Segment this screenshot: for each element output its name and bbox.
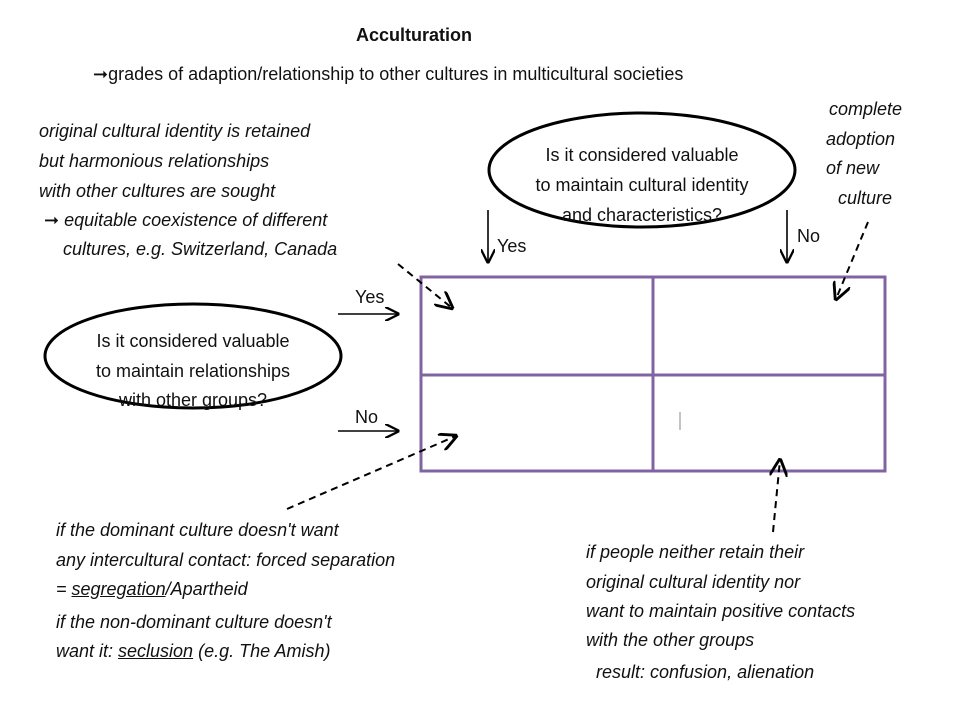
assimilation-note-line-3: of new [826, 158, 880, 178]
subtitle-text: grades of adaption/relationship to other… [108, 64, 684, 84]
question-top-ellipse [487, 111, 797, 229]
right-arrow-icon: ➞ [44, 210, 60, 230]
marginalization-result: result: confusion, alienation [596, 662, 815, 682]
integration-note-line-3: with other cultures are sought [39, 181, 276, 201]
question-top-no-label: No [797, 226, 821, 246]
separation-pointer-arrow [286, 436, 456, 510]
question-left-line-2: to maintain relationships [95, 361, 291, 381]
quadrant-grid [419, 275, 887, 473]
integration-note-line-1: original cultural identity is retained [39, 121, 311, 141]
question-left-line-1: Is it considered valuable [96, 331, 290, 351]
marginalization-note-line-4: with the other groups [586, 630, 755, 650]
question-left-ellipse [43, 302, 343, 410]
question-top-line-2: to maintain cultural identity [535, 175, 749, 195]
right-arrow-icon: ➞ [93, 64, 109, 84]
separation-note-line-3-suffix: /Apartheid [165, 579, 248, 599]
integration-note-line-2: but harmonious relationships [39, 151, 270, 171]
assimilation-pointer-arrow [836, 221, 869, 299]
question-left-yes-label: Yes [355, 287, 385, 307]
marginalization-note-line-3: want to maintain positive contacts [586, 601, 856, 621]
integration-note-line-5: cultures, e.g. Switzerland, Canada [63, 239, 338, 259]
assimilation-note-line-4: culture [838, 188, 893, 208]
subtitle: ➞grades of adaption/relationship to othe… [93, 59, 683, 89]
diagram-title: Acculturation [356, 25, 473, 45]
separation-note-line-1: if the dominant culture doesn't want [56, 520, 339, 540]
separation-note-line-5-prefix: want it: [56, 641, 119, 661]
assimilation-note-line-1: complete [829, 99, 903, 119]
question-top-yes-label: Yes [497, 236, 527, 256]
separation-note-line-5: want it: seclusion (e.g. The Amish) [56, 636, 330, 666]
assimilation-note-line-2: adoption [826, 129, 896, 149]
marginalization-pointer-arrow [773, 460, 780, 533]
separation-note-line-3: = segregation/Apartheid [56, 574, 248, 604]
separation-note-line-5-suffix: (e.g. The Amish) [193, 641, 331, 661]
seclusion-term: seclusion [118, 641, 194, 661]
separation-note-line-4: if the non-dominant culture doesn't [56, 612, 332, 632]
marginalization-note-line-1: if people neither retain their [586, 542, 805, 562]
integration-note-line-4: ➞ equitable coexistence of different [44, 205, 327, 235]
question-left-line-3: with other groups? [118, 390, 268, 410]
separation-note-line-3-prefix: = [56, 579, 72, 599]
segregation-term: segregation [71, 579, 166, 599]
separation-note-line-2: any intercultural contact: forced separa… [56, 550, 396, 570]
integration-pointer-arrow [397, 263, 452, 308]
integration-note-line-4-text: equitable coexistence of different [64, 210, 328, 230]
question-left-no-label: No [355, 407, 379, 427]
marginalization-note-line-2: original cultural identity nor [586, 572, 801, 592]
question-top-line-1: Is it considered valuable [545, 145, 739, 165]
question-top-line-3: and characteristics? [561, 205, 723, 225]
